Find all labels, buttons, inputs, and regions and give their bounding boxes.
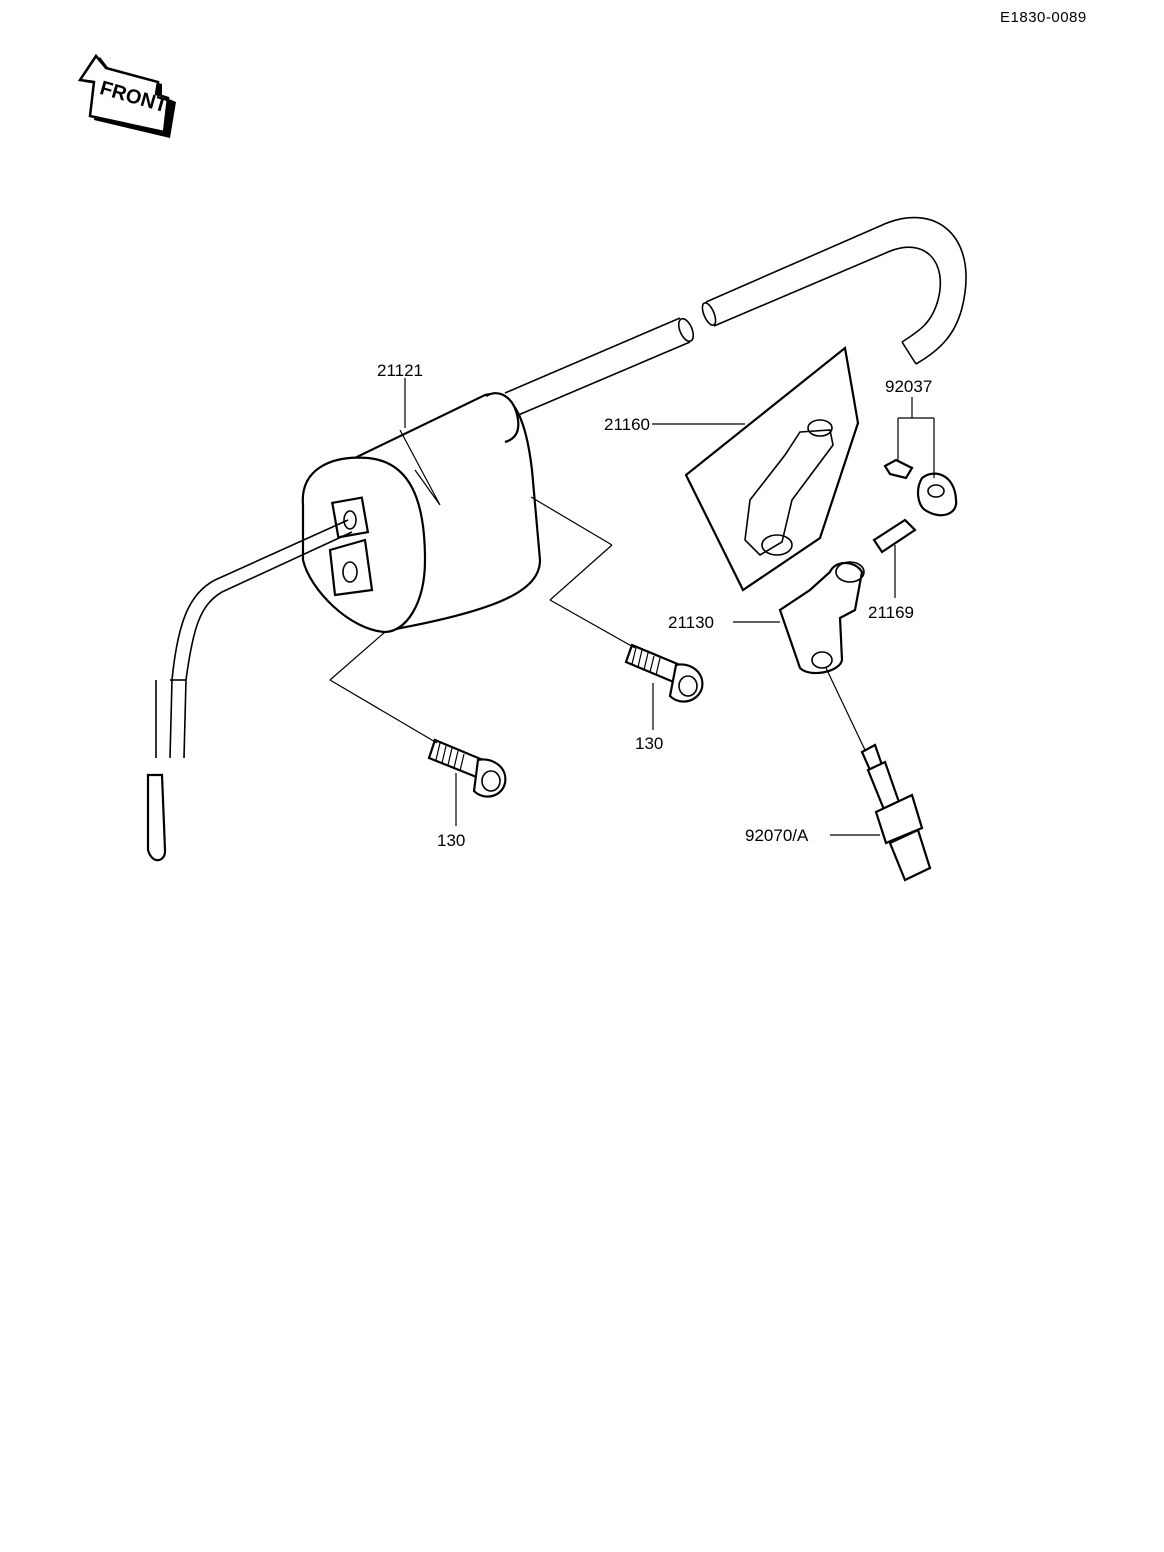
bolt-right <box>624 643 704 703</box>
clamp-and-screw <box>883 458 958 517</box>
leader-lines <box>329 378 935 836</box>
callout-coil-cover: 21160 <box>604 415 650 434</box>
coil-cover <box>684 345 860 592</box>
front-direction-arrow-icon: FRONT <box>77 53 176 138</box>
document-id: E1830-0089 <box>1000 9 1087 26</box>
low-tension-lead <box>146 519 353 862</box>
callout-plug-cap: 21130 <box>668 613 714 632</box>
high-tension-lead <box>504 216 967 417</box>
ignition-coil <box>301 392 542 634</box>
bolt-left <box>427 738 507 798</box>
callout-bolt-left: 130 <box>437 831 465 850</box>
plug-cap <box>778 561 865 675</box>
callout-terminal: 21169 <box>868 603 914 622</box>
callout-clamp-and-screw: 92037 <box>885 377 932 396</box>
callout-ignition-coil: 21121 <box>377 361 423 380</box>
callout-bolt-right: 130 <box>635 734 663 753</box>
callout-spark-plug: 92070/A <box>745 826 809 845</box>
spark-plug <box>860 743 932 882</box>
terminal <box>872 518 917 554</box>
